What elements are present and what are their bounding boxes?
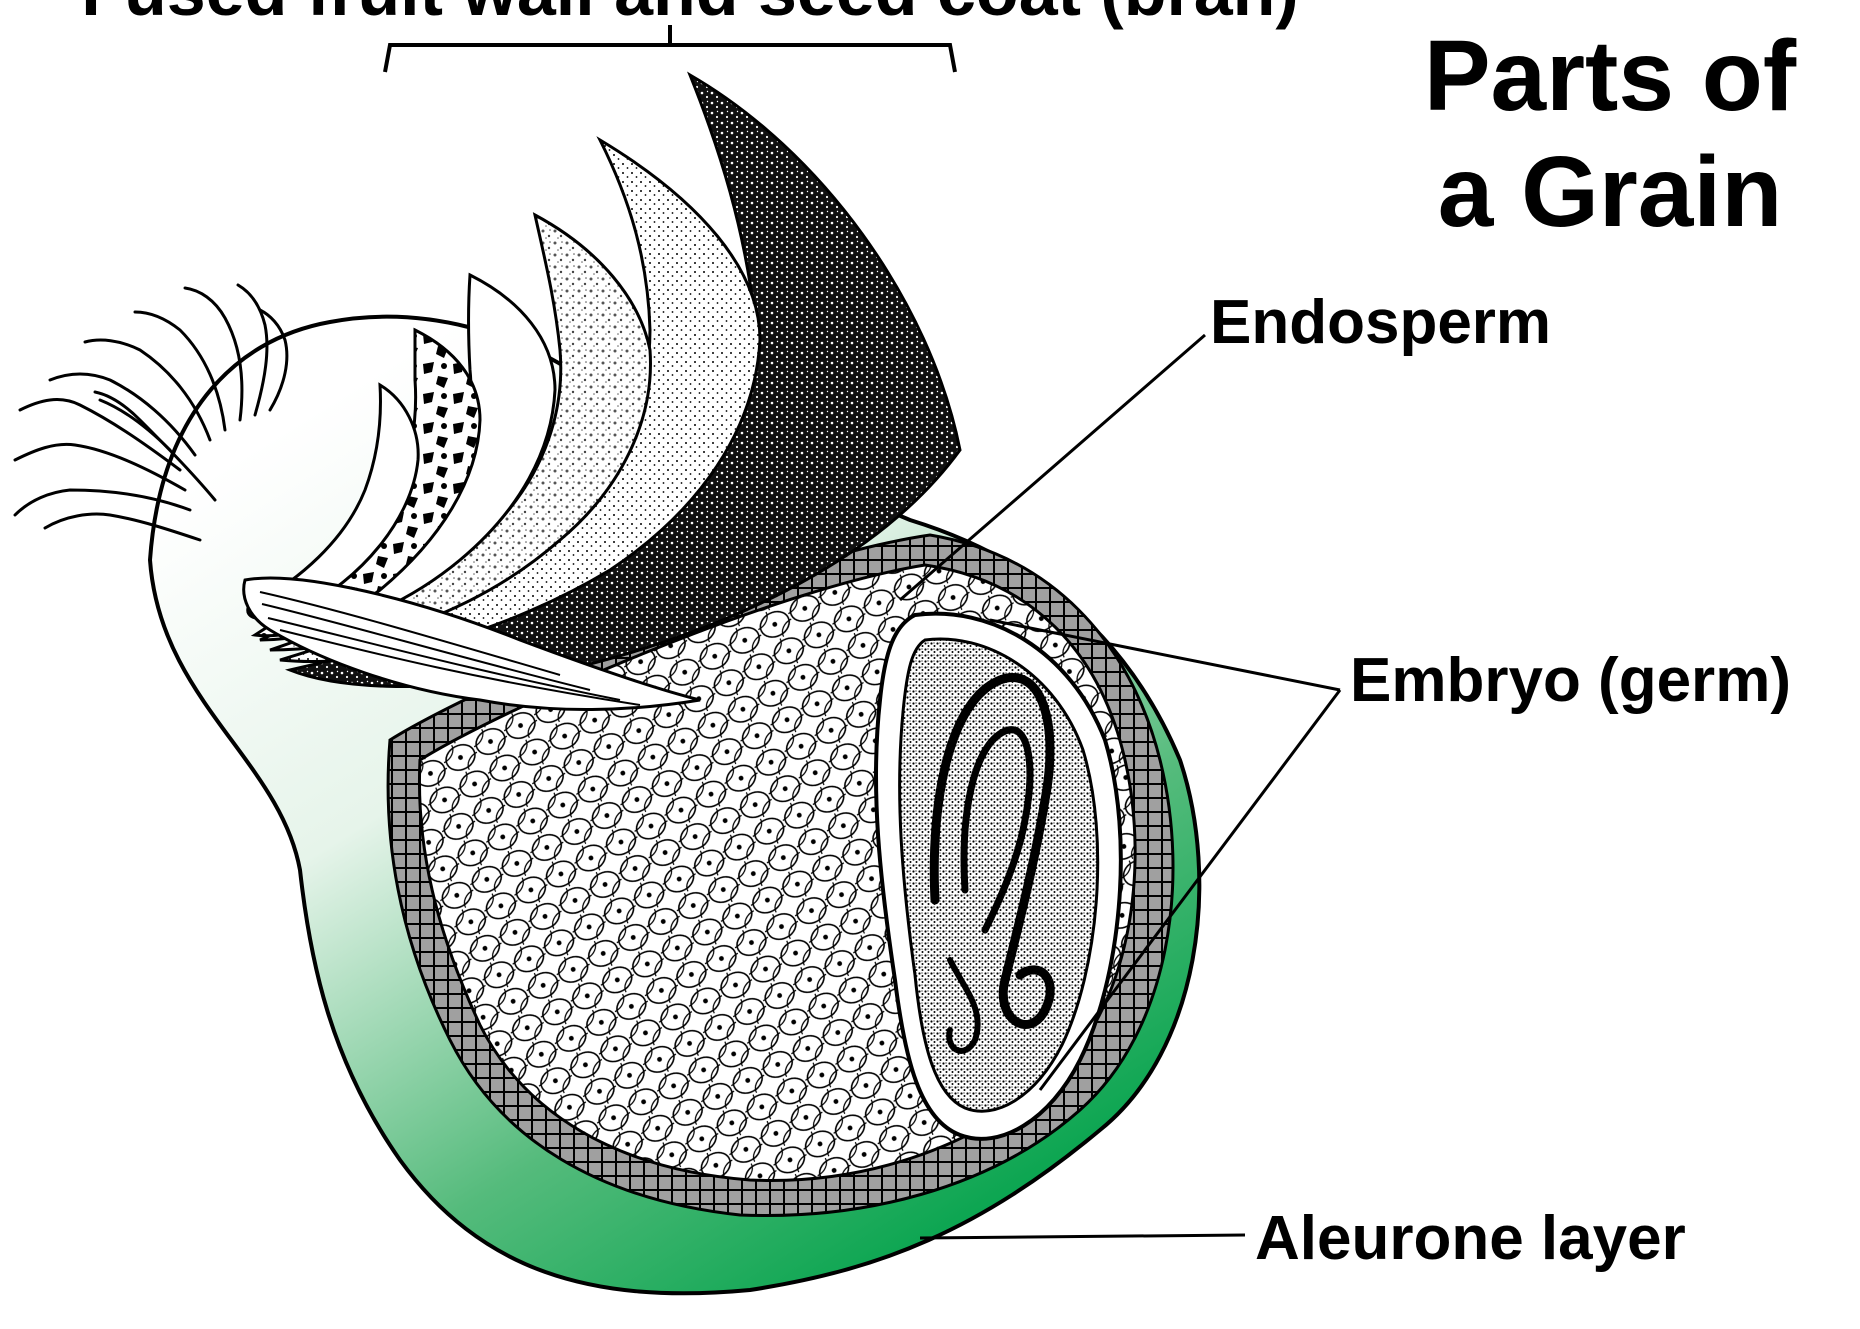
- bran-label: Fused fruit wall and seed coat (bran): [40, 0, 1340, 26]
- aleurone-label: Aleurone layer: [1255, 1208, 1686, 1270]
- embryo-label: Embryo (germ): [1350, 650, 1791, 712]
- bran-bracket: [385, 25, 955, 72]
- leader-aleurone: [920, 1235, 1245, 1238]
- endosperm-label: Endosperm: [1210, 292, 1551, 354]
- title-line-1: Parts of: [1390, 18, 1830, 134]
- title-line-2: a Grain: [1390, 134, 1830, 250]
- diagram-title: Parts of a Grain: [1390, 18, 1830, 250]
